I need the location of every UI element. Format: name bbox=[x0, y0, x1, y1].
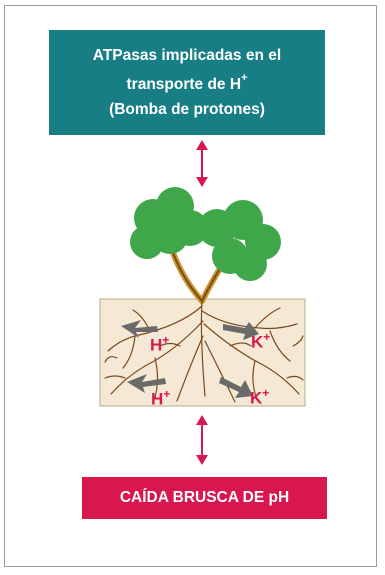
ion-symbol: H bbox=[151, 390, 163, 409]
ion-symbol: H bbox=[150, 336, 162, 355]
ion-charge: + bbox=[163, 387, 170, 401]
ph-drop-label: CAÍDA BRUSCA DE pH bbox=[82, 477, 327, 519]
ion-charge: + bbox=[162, 333, 169, 347]
double-arrow-bottom bbox=[196, 415, 208, 465]
ph-drop-box: CAÍDA BRUSCA DE pH bbox=[82, 477, 327, 517]
ion-symbol: K bbox=[250, 389, 262, 408]
ion-label-k-top: K+ bbox=[251, 330, 270, 353]
ion-label-h-top: H+ bbox=[150, 333, 169, 356]
ion-charge: + bbox=[262, 386, 269, 400]
ion-label-h-bottom: H+ bbox=[151, 387, 170, 410]
ion-charge: + bbox=[263, 330, 270, 344]
leaf-right bbox=[198, 200, 281, 281]
double-arrow-top bbox=[196, 140, 208, 187]
leaf-left bbox=[130, 187, 208, 259]
ion-symbol: K bbox=[251, 333, 263, 352]
ion-label-k-bottom: K+ bbox=[250, 386, 269, 409]
diagram-frame: ATPasas implicadas en el transporte de H… bbox=[4, 5, 377, 567]
